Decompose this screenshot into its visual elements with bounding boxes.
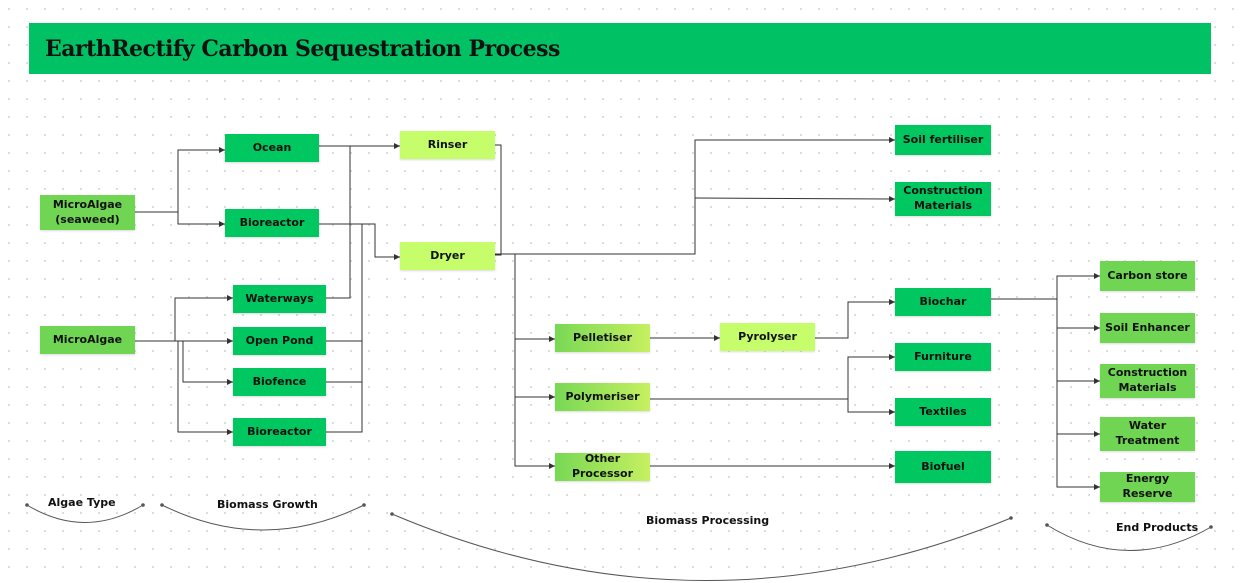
- node-polymeriser[interactable]: Polymeriser: [555, 383, 650, 411]
- connector: [1056, 299, 1100, 329]
- node-biofence[interactable]: Biofence: [233, 368, 326, 396]
- node-microalgae-seaweed[interactable]: MicroAlgae (seaweed): [40, 195, 135, 230]
- stage-label-end-products: End Products: [1116, 521, 1199, 534]
- connector: [514, 339, 555, 398]
- stage-label-algae-type: Algae Type: [48, 496, 116, 509]
- connector: [319, 223, 400, 258]
- node-soil-fertiliser[interactable]: Soil fertiliser: [895, 125, 991, 155]
- connector: [1056, 434, 1100, 488]
- stage-label-biomass-growth: Biomass Growth: [217, 498, 318, 511]
- node-furniture[interactable]: Furniture: [895, 343, 991, 371]
- node-bioreactor-1[interactable]: Bioreactor: [225, 209, 319, 237]
- page-title: EarthRectify Carbon Sequestration Proces…: [45, 35, 560, 62]
- connector: [495, 144, 502, 256]
- node-pelletiser[interactable]: Pelletiser: [555, 324, 650, 352]
- arrowheads: [219, 137, 1100, 490]
- node-energy-reserve[interactable]: Energy Reserve: [1100, 472, 1195, 502]
- node-microalgae[interactable]: MicroAlgae: [40, 326, 135, 354]
- bracket-end-products: [1046, 524, 1212, 551]
- bracket-algae-type: [26, 504, 144, 523]
- node-dryer[interactable]: Dryer: [400, 242, 495, 270]
- connectors: [135, 139, 1100, 488]
- connector: [319, 223, 363, 433]
- node-bioreactor-2[interactable]: Bioreactor: [233, 418, 326, 446]
- connector: [1056, 275, 1100, 299]
- connector: [815, 301, 895, 339]
- node-rinser[interactable]: Rinser: [400, 131, 495, 159]
- node-ocean[interactable]: Ocean: [225, 134, 319, 162]
- node-other-processor[interactable]: Other Processor: [555, 452, 650, 481]
- node-biofuel[interactable]: Biofuel: [895, 451, 991, 483]
- stage-brackets: [26, 504, 1212, 581]
- connector: [495, 139, 895, 255]
- connector: [162, 211, 225, 225]
- node-waterways[interactable]: Waterways: [233, 285, 326, 313]
- connector: [1056, 381, 1100, 435]
- bracket-biomass-processing: [391, 513, 1012, 581]
- bracket-end-dots: [25, 503, 1213, 529]
- header-banner: EarthRectify Carbon Sequestration Proces…: [29, 23, 1211, 74]
- connector: [135, 297, 233, 342]
- connector: [497, 253, 555, 340]
- connector: [162, 149, 225, 213]
- node-pyrolyser[interactable]: Pyrolyser: [720, 323, 815, 351]
- node-carbon-store[interactable]: Carbon store: [1100, 261, 1195, 291]
- connector: [847, 399, 895, 413]
- connector: [1056, 328, 1100, 382]
- node-open-pond[interactable]: Open Pond: [233, 327, 326, 355]
- node-construction-materials-1[interactable]: Construction Materials: [895, 182, 991, 216]
- connector: [847, 356, 895, 399]
- connector: [694, 197, 896, 200]
- node-textiles[interactable]: Textiles: [895, 398, 991, 426]
- connector: [514, 397, 555, 467]
- node-soil-enhancer[interactable]: Soil Enhancer: [1100, 313, 1195, 343]
- stage-label-biomass-processing: Biomass Processing: [646, 514, 770, 527]
- connector: [319, 145, 351, 299]
- node-biochar[interactable]: Biochar: [895, 288, 991, 316]
- connector: [135, 340, 233, 433]
- bracket-biomass-growth: [161, 504, 365, 531]
- connector: [135, 340, 233, 383]
- node-construction-materials-2[interactable]: Construction Materials: [1100, 364, 1195, 398]
- node-water-treatment[interactable]: Water Treatment: [1100, 417, 1195, 451]
